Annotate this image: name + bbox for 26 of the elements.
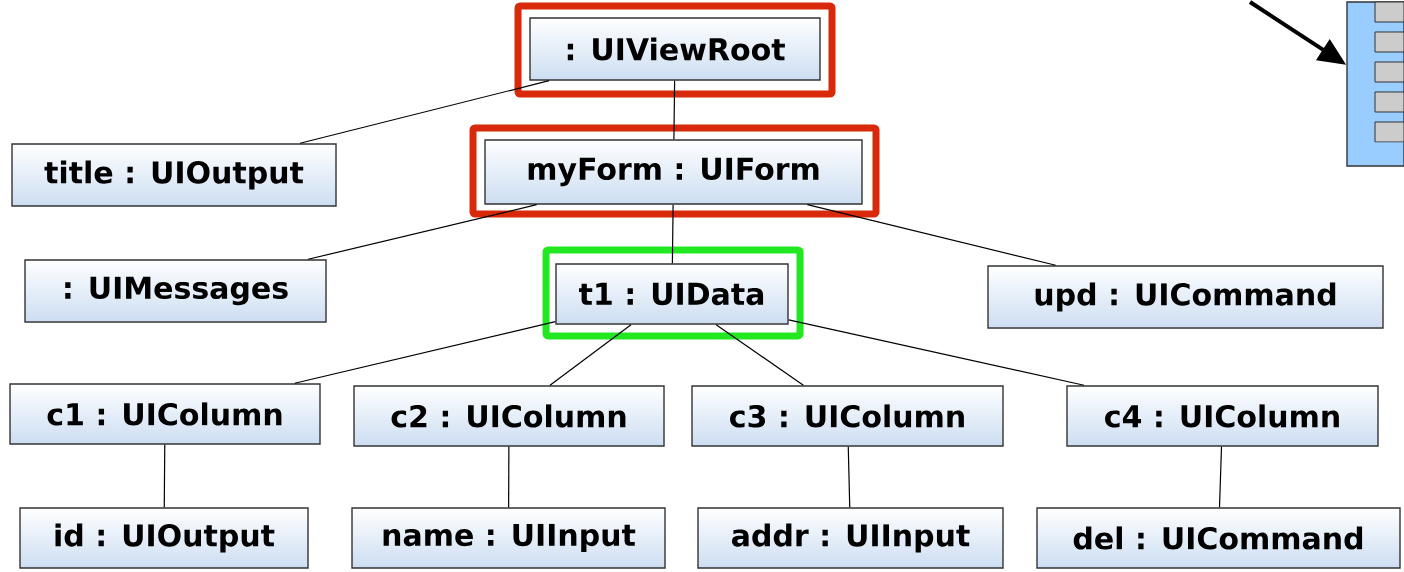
class-box: myForm : UIForm	[484, 139, 863, 205]
class-box: addr : UIInput	[697, 507, 1004, 569]
connector-line	[715, 324, 804, 386]
class-box: c2 : UIColumn	[353, 385, 665, 447]
class-box: t1 : UIData	[555, 263, 789, 325]
connector-line	[163, 444, 166, 508]
panel-drawing	[1346, 1, 1404, 167]
connector-line	[673, 80, 676, 140]
class-box: c1 : UIColumn	[9, 383, 321, 445]
connector-line	[299, 80, 550, 144]
connector-line	[671, 204, 674, 264]
connector-line	[847, 446, 851, 508]
class-box: del : UICommand	[1036, 507, 1401, 569]
class-box: c4 : UIColumn	[1066, 385, 1379, 447]
connector-line	[549, 324, 632, 386]
connector-line	[294, 320, 556, 384]
class-box: name : UIInput	[351, 507, 666, 569]
connector-line	[508, 446, 510, 508]
class-box: id : UIOutput	[19, 507, 309, 569]
class-box: : UIMessages	[24, 259, 327, 323]
class-box: upd : UICommand	[987, 265, 1384, 329]
connector-line	[1218, 446, 1223, 508]
connector-line	[788, 319, 1085, 386]
class-box: title : UIOutput	[11, 143, 337, 207]
class-box: : UIViewRoot	[529, 17, 821, 81]
class-box: c3 : UIColumn	[691, 385, 1004, 447]
